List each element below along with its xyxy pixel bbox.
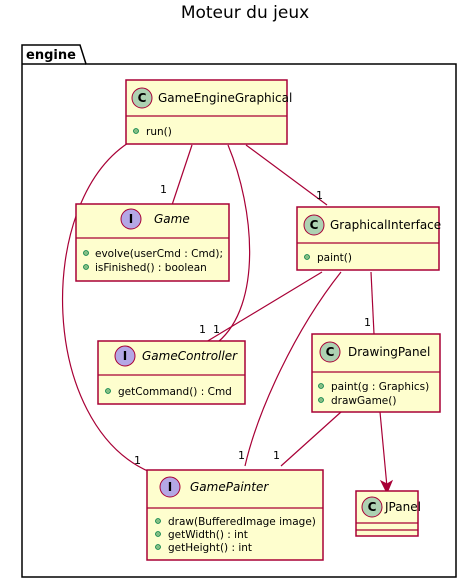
class-name: GraphicalInterface [330,218,441,232]
method: isFinished() : boolean [95,262,207,274]
class-name: GameEngineGraphical [158,91,292,105]
mult-graphicalinterface-drawingpanel: 1 [364,316,371,329]
diagram-title: Moteur du jeux [181,3,309,23]
package-engine: engine [21,44,457,578]
method-visibility-icon [155,518,161,524]
method: getWidth() : int [168,529,248,541]
interface-stereotype-icon [159,476,181,498]
method: draw(BufferedImage image) [168,516,316,528]
method-visibility-icon [318,383,324,389]
method-visibility-icon [304,254,310,260]
interface-stereotype-letter: I [123,349,127,363]
method: drawGame() [331,395,396,407]
package-tab [21,44,457,578]
class-box [75,203,230,282]
class-box [125,79,288,145]
method-visibility-icon [83,264,89,270]
class-name: GamePainter [190,480,269,494]
edge-graphicalinterface-to-drawingpanel [370,271,375,335]
class-name: DrawingPanel [348,345,430,359]
multiplicities: 1 1 1 1 1 1 1 1 [134,183,371,467]
class-stereotype-letter: C [310,218,319,232]
mult-engine-graphicalinterface: 1 [316,189,323,202]
edge-drawingpanel-to-jpanel [379,411,388,488]
method: getCommand() : Cmd [118,386,232,398]
class-name: GameController [142,349,238,363]
interface-stereotype-letter: I [129,212,133,226]
class-stereotype-icon [361,496,383,518]
class-gameenginegraphical[interactable]: C GameEngineGraphical run() [125,79,292,145]
interface-stereotype-icon [120,208,142,230]
method: evolve(userCmd : Cmd); [95,248,223,260]
mult-graphicalinterface-gamecontroller: 1 [199,323,206,336]
method-visibility-icon [318,397,324,403]
method: run() [146,126,172,138]
relations-layer [61,142,394,495]
mult-engine-gamepainter: 1 [134,454,141,467]
class-graphicalinterface[interactable]: C GraphicalInterface paint() [296,206,441,271]
edge-graphicalinterface-to-gamecontroller [205,271,323,343]
edge-drawingpanel-to-gamepainter [280,411,342,467]
mult-drawingpanel-gamepainter: 1 [273,449,280,462]
interface-game[interactable]: I Game evolve(userCmd : Cmd); isFinished… [75,203,230,282]
interface-stereotype-icon [114,345,136,367]
method-visibility-icon [133,128,139,134]
edge-graphicalinterface-to-gamepainter [244,271,342,467]
mult-engine-gamecontroller: 1 [213,323,220,336]
mult-graphicalinterface-gamepainter: 1 [238,449,245,462]
class-name: JPanel [384,500,421,514]
class-name: Game [154,212,190,226]
method-visibility-icon [83,250,89,256]
method-visibility-icon [155,531,161,537]
interface-stereotype-letter: I [168,480,172,494]
interface-gamecontroller[interactable]: I GameController getCommand() : Cmd [97,340,246,405]
package-name: engine [26,48,76,63]
class-drawingpanel[interactable]: C DrawingPanel paint(g : Graphics) drawG… [311,333,441,413]
interface-gamepainter[interactable]: I GamePainter draw(BufferedImage image) … [146,469,324,561]
class-stereotype-icon [319,341,341,363]
class-jpanel[interactable]: C JPanel [355,490,421,537]
method: paint() [317,252,352,264]
method-visibility-icon [105,388,111,394]
edge-engine-to-game [171,144,193,206]
class-stereotype-letter: C [368,500,377,514]
arrowhead-jpanel [379,479,394,495]
class-stereotype-letter: C [326,345,335,359]
method-visibility-icon [155,544,161,550]
class-stereotype-icon [131,87,153,109]
mult-engine-game: 1 [160,183,167,196]
class-stereotype-letter: C [138,91,147,105]
class-stereotype-icon [303,214,325,236]
method: paint(g : Graphics) [331,381,429,393]
edge-engine-to-gamepainter [61,142,151,473]
method: getHeight() : int [168,542,252,554]
edge-engine-to-graphicalinterface [245,144,328,206]
